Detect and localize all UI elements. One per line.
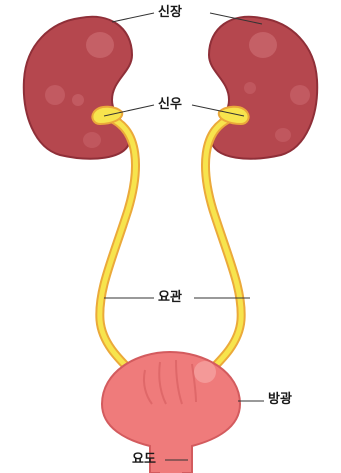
label-ureter: 요관 (158, 291, 182, 305)
left-kidney (24, 17, 132, 159)
right-kidney (209, 17, 317, 159)
label-bladder: 방광 (268, 393, 292, 407)
kidney-left-leader (112, 13, 154, 22)
label-kidney: 신장 (158, 6, 182, 20)
label-urethra: 요도 (132, 453, 156, 467)
label-renal-pelvis: 신우 (158, 98, 182, 112)
